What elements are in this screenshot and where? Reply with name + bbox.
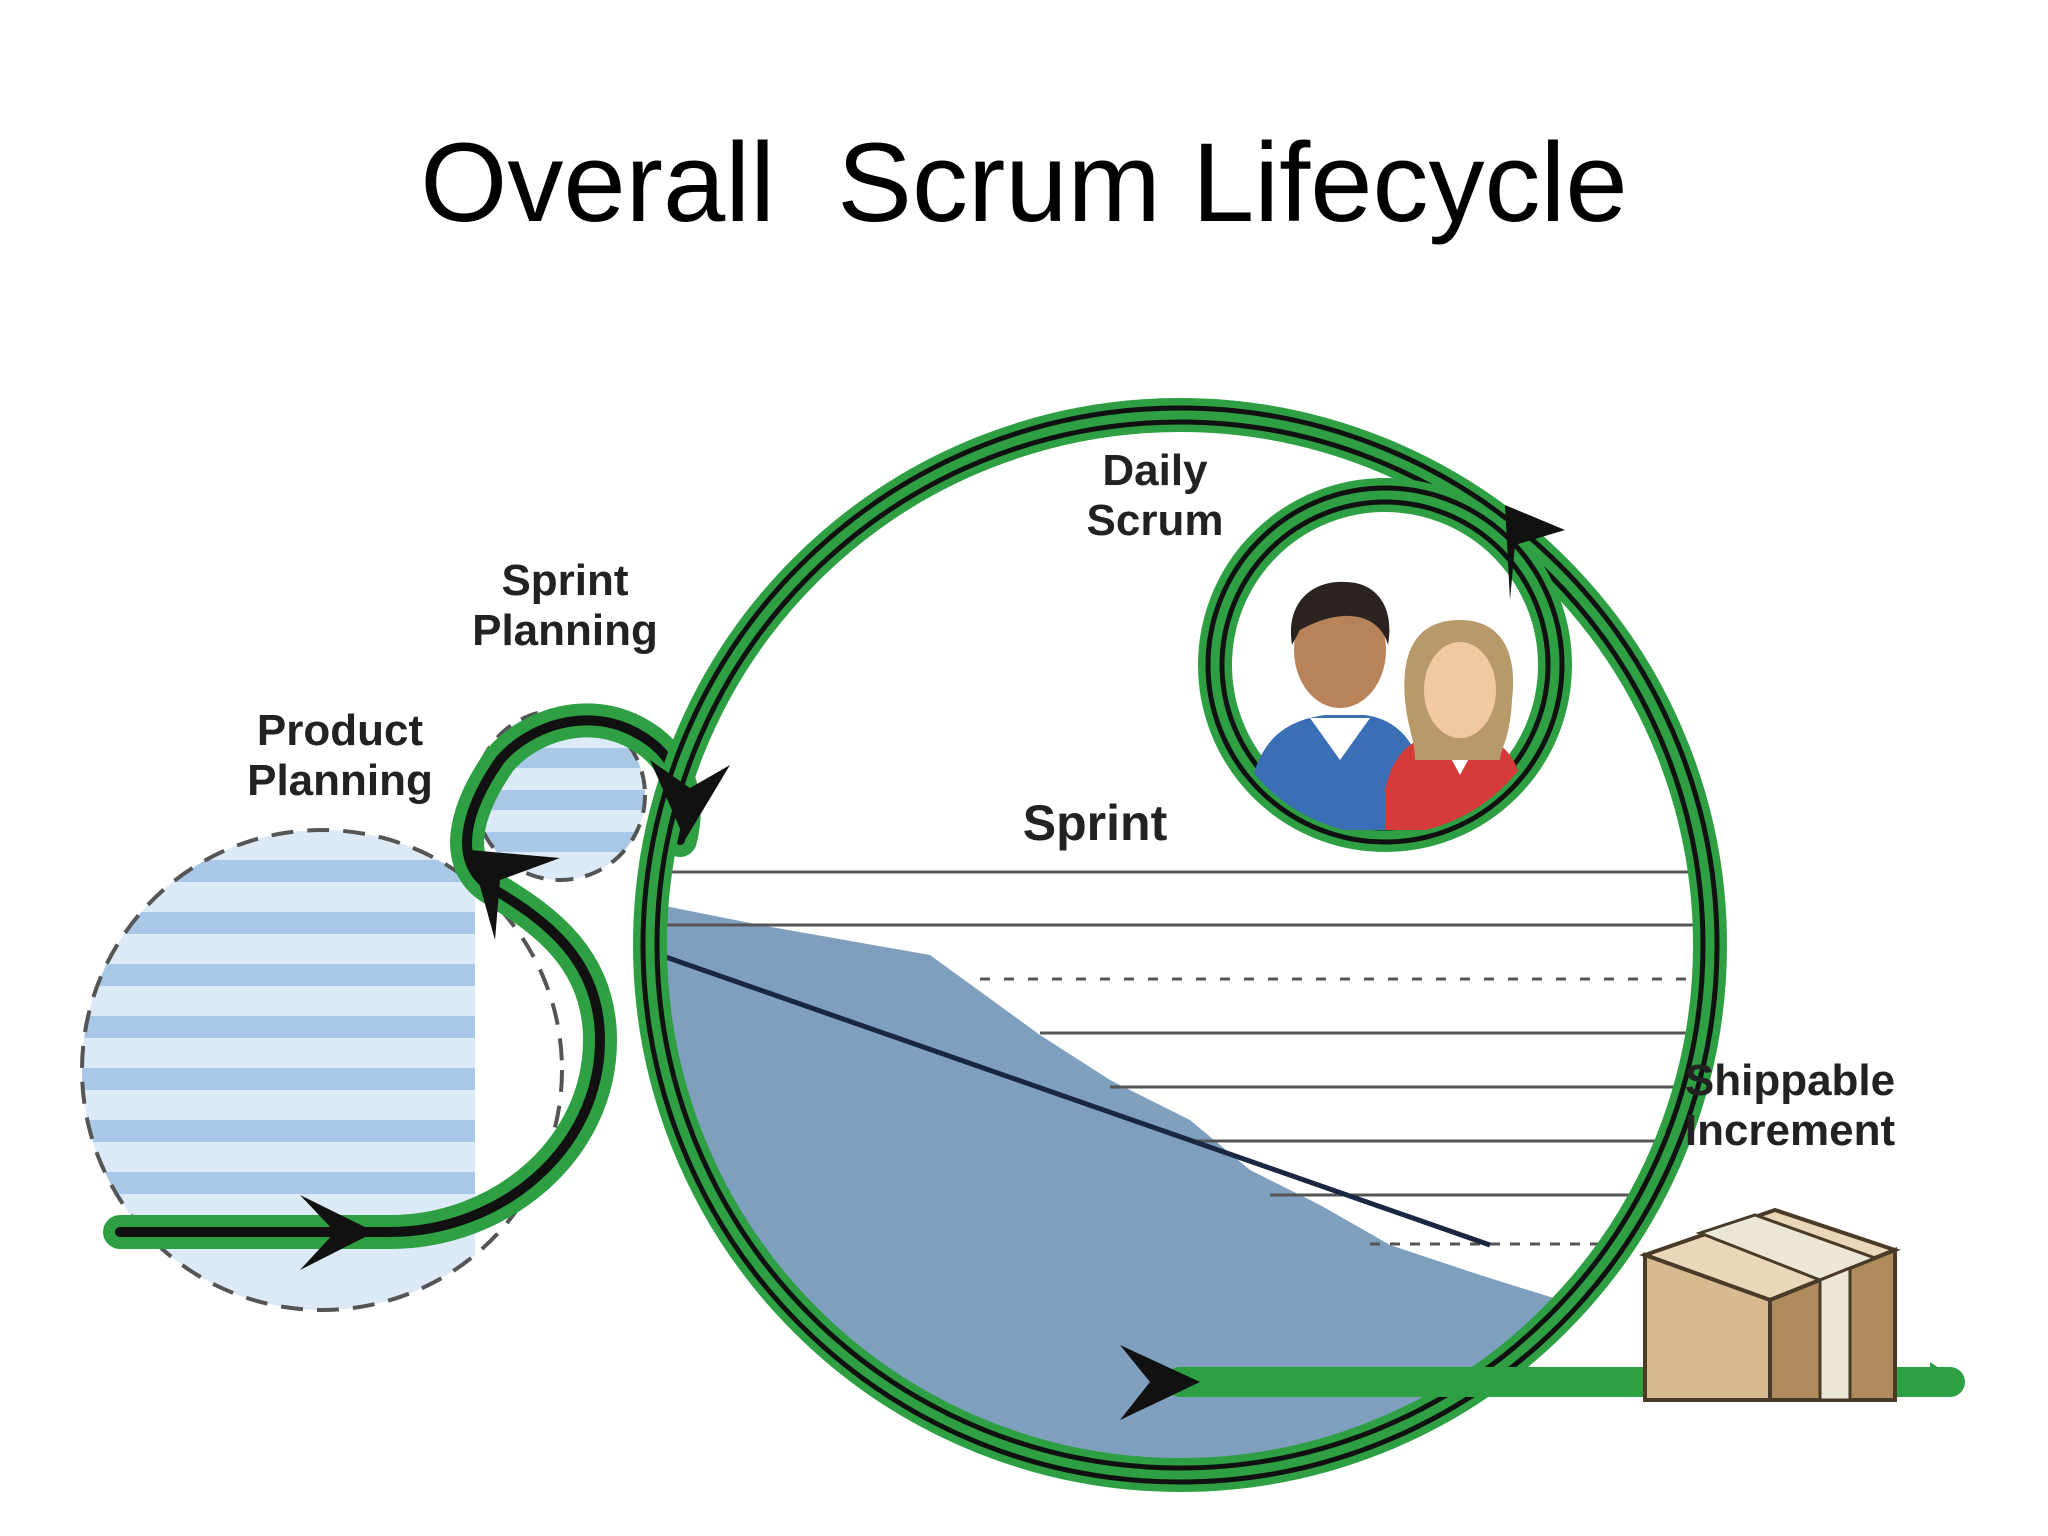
diagram-labels: Product Planning Sprint Planning Daily S…	[247, 446, 1895, 1155]
burndown-area	[650, 905, 1700, 1475]
label-daily-scrum-1: Daily	[1102, 446, 1208, 495]
label-sprint-planning-1: Sprint	[501, 556, 628, 605]
label-shippable-increment-1: Shippable	[1685, 1056, 1895, 1105]
label-daily-scrum-2: Scrum	[1087, 496, 1224, 545]
ideal-burndown-line	[659, 952, 1491, 1248]
sprint-burndown-chart	[650, 870, 1700, 1475]
label-sprint: Sprint	[1023, 795, 1168, 851]
label-product-planning-1: Product	[257, 706, 424, 755]
label-product-planning-2: Planning	[247, 756, 433, 805]
shipping-box-icon	[1638, 1207, 1901, 1402]
slide-title: Overall Scrum Lifecycle	[420, 120, 1628, 245]
label-sprint-planning-2: Planning	[472, 606, 658, 655]
label-shippable-increment-2: Increment	[1685, 1106, 1896, 1155]
arrow-chevron-icon	[300, 505, 1565, 1420]
